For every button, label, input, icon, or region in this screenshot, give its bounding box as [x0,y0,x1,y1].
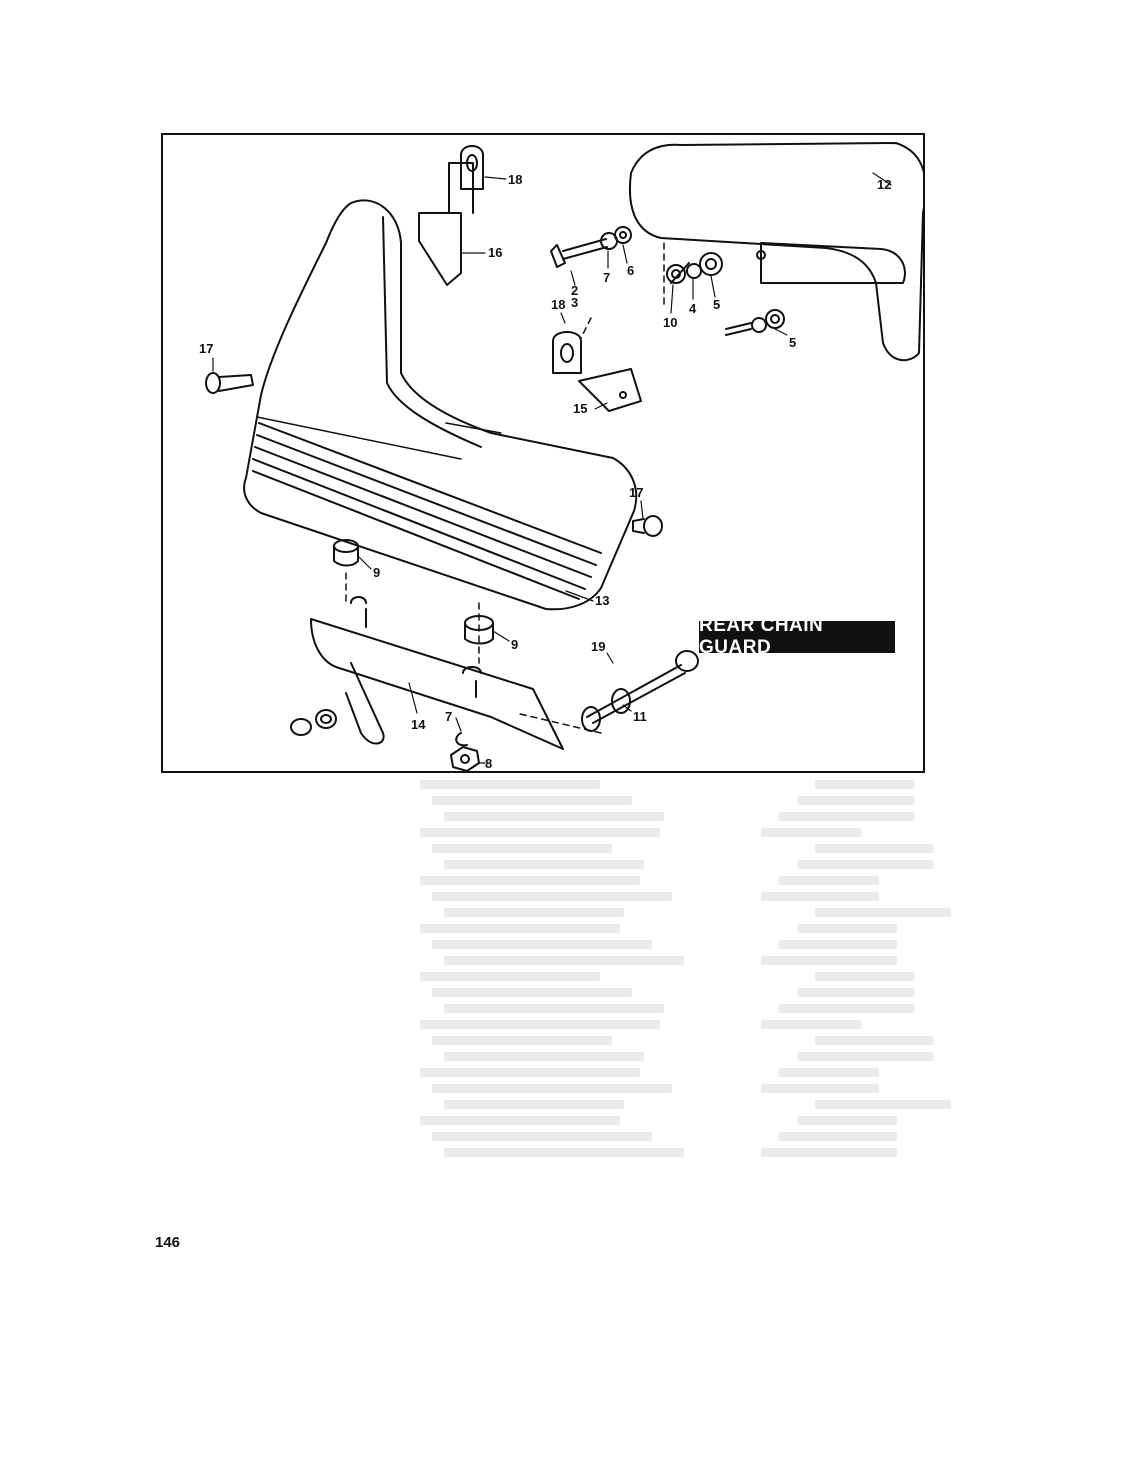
lock-washer-7 [455,732,468,747]
bleed-through-line [797,860,933,869]
exploded-parts-diagram: 18 16 2 3 7 6 12 10 4 5 5 18 15 17 17 9 … [199,142,925,772]
bolt-5-lower [725,309,785,336]
fastener-stack-10-4-5 [666,252,723,284]
callout-9-lower: 9 [511,637,518,652]
callout-7-upper: 7 [603,270,610,285]
bleed-through-line [779,1068,879,1077]
bleed-through-line [444,860,644,869]
bleed-through-line [444,1148,684,1157]
bleed-through-line [420,1116,620,1125]
callout-14: 14 [411,717,426,732]
bleed-through-line [797,924,897,933]
bleed-through-line [420,780,600,789]
chain-guard-body [243,199,638,611]
mounting-plate-14 [310,596,564,750]
bleed-through-line [420,924,620,933]
figure-title-banner: REAR CHAIN GUARD [699,615,895,658]
bleed-through-line [432,892,672,901]
bleed-through-line [779,876,879,885]
callout-11: 11 [633,709,647,724]
bleed-through-line [761,828,861,837]
callout-12: 12 [877,177,891,192]
bleed-through-line [779,812,915,821]
bleed-through-line [444,956,684,965]
bleed-through-line [779,940,897,949]
callout-5-upper: 5 [713,297,720,312]
page-number: 146 [155,1234,181,1251]
callout-7-lower: 7 [445,709,452,724]
bleed-through-line [444,908,624,917]
washer-6 [614,226,632,244]
spacer-bushings [290,709,337,736]
callout-15: 15 [573,401,587,416]
clip-18-lower [552,331,582,374]
bleed-through-line [761,956,897,965]
bleed-through-line [797,1116,897,1125]
bleed-through-line [420,972,600,981]
bleed-through-line [815,780,915,789]
callout-18-top: 18 [508,172,522,187]
mounting-bracket-16 [418,162,474,286]
callout-17-right: 17 [629,485,643,500]
bleed-through-line [815,844,933,853]
callout-3: 3 [571,295,578,310]
bleed-through-line [761,1148,897,1157]
bleed-through-line [797,988,915,997]
figure-frame [161,133,925,773]
bleed-through-line [420,1068,640,1077]
stud-17-right [632,515,663,537]
bleed-through-line [779,1132,897,1141]
chain-housing-cover-12 [629,142,925,362]
callout-13: 13 [595,593,609,608]
bleed-through-line [432,940,652,949]
bleed-through-line [761,892,879,901]
callout-8: 8 [485,756,492,771]
callout-9-upper: 9 [373,565,380,580]
callout-2: 2 [571,283,578,298]
bolt-2 [550,238,608,268]
bleed-through-line [420,1020,660,1029]
grommet-9-upper [333,539,359,567]
callout-17-left: 17 [199,341,213,356]
bleed-through-line [432,844,612,853]
bleed-through-line [444,1100,624,1109]
clip-18-top [460,145,484,190]
bleed-through-line [797,1052,933,1061]
bleed-through-line [432,1084,672,1093]
bleed-through-line [432,1036,612,1045]
bleed-through-line [797,796,915,805]
stud-17-left [205,372,254,394]
bleed-through-line [779,1004,915,1013]
bleed-through-line [815,1036,933,1045]
bleed-through-line [432,1132,652,1141]
callout-19: 19 [591,639,605,654]
bracket-15 [578,368,642,412]
callout-10: 10 [663,315,677,330]
nut-8 [450,746,480,772]
bleed-through-line [444,1052,644,1061]
bleed-through-line [444,1004,664,1013]
callout-16: 16 [488,245,502,260]
bleed-through-line [432,988,632,997]
bleed-through-line [815,1100,951,1109]
callout-4: 4 [689,301,697,316]
adjuster-bolt-11 [581,650,699,732]
bleed-through-line [815,908,951,917]
bleed-through-line [420,828,660,837]
bleed-through-line [432,796,632,805]
callout-18-lower: 18 [551,297,565,312]
callout-5-lower: 5 [789,335,796,350]
bleed-through-line [815,972,915,981]
bleed-through-line [761,1020,861,1029]
bleed-through-line [761,1084,879,1093]
bleed-through-line [444,812,664,821]
bleed-through-line [420,876,640,885]
callout-6: 6 [627,263,634,278]
